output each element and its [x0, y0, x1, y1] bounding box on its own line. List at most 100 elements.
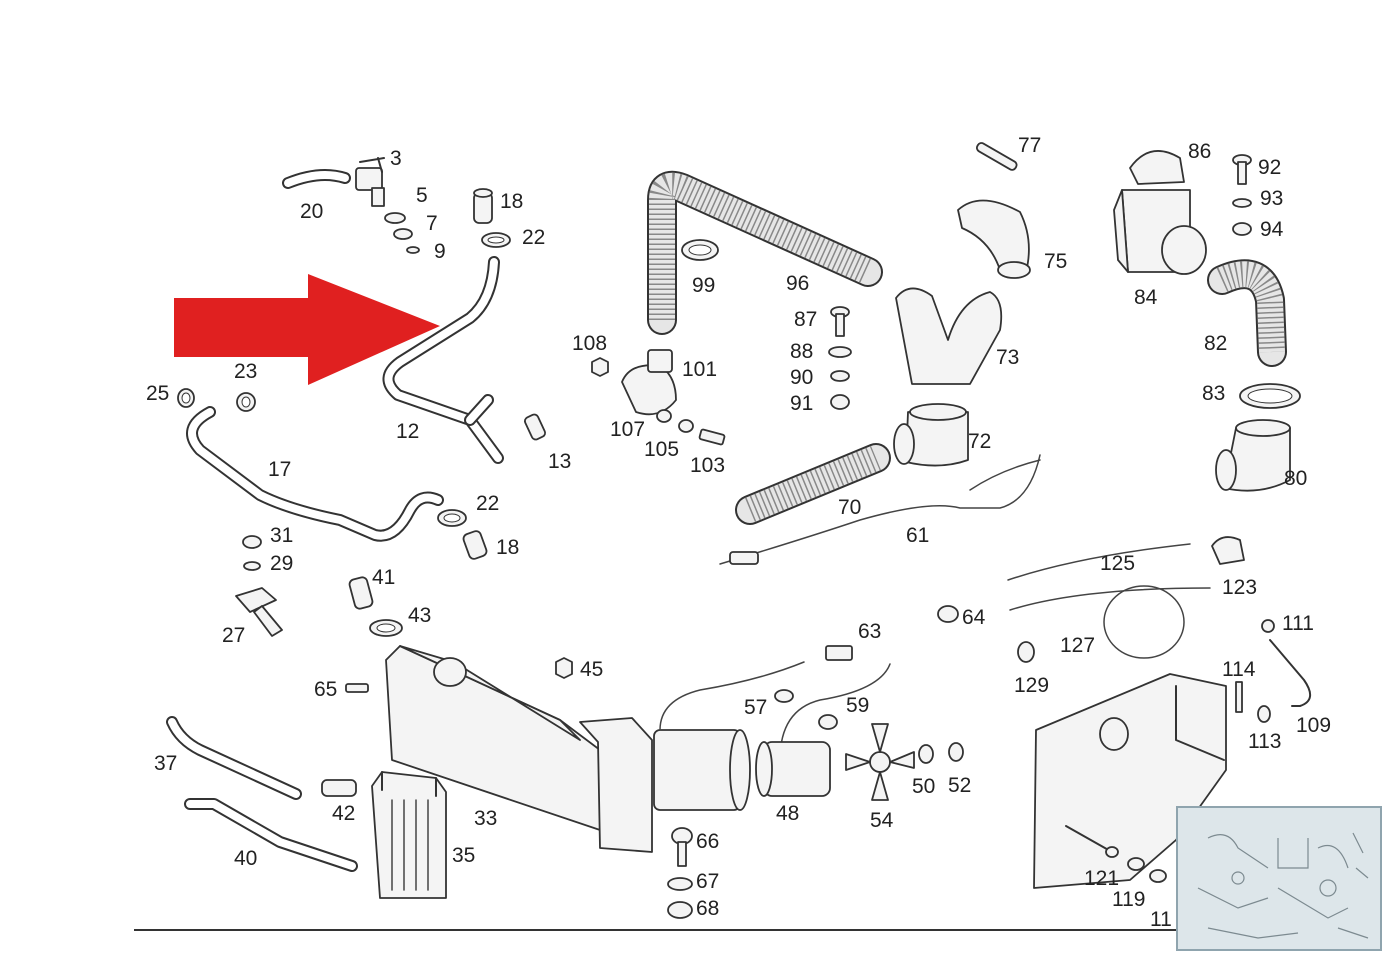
callout: 59	[846, 694, 869, 717]
callout: 96	[786, 272, 809, 295]
callout: 64	[962, 606, 986, 629]
callout: 5	[416, 184, 428, 207]
callout: 40	[234, 847, 257, 870]
callout: 50	[912, 775, 935, 798]
wire-left	[659, 661, 805, 731]
washer-107	[656, 409, 672, 423]
callout: 99	[692, 274, 715, 297]
callout: 42	[332, 802, 355, 825]
bolt-66	[671, 827, 693, 867]
grommet-57	[774, 689, 794, 703]
washer-9	[406, 246, 420, 254]
callout: 84	[1134, 286, 1158, 309]
housing-84	[1113, 189, 1207, 275]
callout: 87	[794, 308, 817, 331]
callout: 82	[1204, 332, 1227, 355]
hose-17	[186, 406, 444, 542]
callout: 23	[234, 360, 257, 383]
cover-86	[1129, 150, 1185, 185]
nut-45	[555, 657, 573, 679]
hose-12	[382, 256, 504, 464]
callout: 65	[314, 678, 337, 701]
thumbnail-sketch	[1197, 832, 1369, 939]
washer-88	[828, 346, 852, 358]
clamp-99	[681, 239, 719, 261]
bolt-114	[1235, 681, 1243, 713]
nut-31	[242, 535, 262, 549]
callout: 25	[146, 382, 169, 405]
duct-73	[895, 287, 1003, 385]
callout: 20	[300, 200, 323, 223]
callout: 80	[1284, 467, 1307, 490]
callout: 3	[390, 147, 402, 170]
fan-54	[845, 723, 915, 801]
callout: 22	[476, 492, 499, 515]
clamp-25	[177, 388, 195, 408]
callout: 109	[1296, 714, 1331, 737]
callout: 114	[1222, 658, 1256, 681]
callout: 54	[870, 809, 894, 832]
cable-125	[1007, 543, 1211, 611]
fitting-13	[524, 413, 546, 441]
callout: 101	[682, 358, 717, 381]
callout: 33	[474, 807, 497, 830]
nut-68	[667, 901, 693, 919]
cap-111	[1261, 619, 1275, 633]
switch-63	[825, 645, 853, 661]
elbow-101	[621, 349, 677, 416]
callout: 94	[1260, 218, 1284, 241]
nut-113	[1257, 705, 1271, 723]
pipe-40	[184, 798, 358, 872]
sleeve-42	[321, 779, 357, 797]
clamp-23	[236, 392, 256, 412]
callout: 113	[1248, 730, 1281, 753]
callout: 37	[154, 752, 177, 775]
callout: 57	[744, 696, 767, 719]
washer-119	[1127, 857, 1145, 871]
callout: 123	[1222, 576, 1257, 599]
callout: 88	[790, 340, 813, 363]
washer-11x	[1149, 869, 1167, 883]
elbow-72	[893, 403, 969, 467]
callout: 93	[1260, 187, 1283, 210]
callout: 127	[1060, 634, 1095, 657]
callout: 31	[270, 524, 293, 547]
clamp-22-mid	[437, 509, 467, 527]
nut-52	[948, 742, 964, 762]
callout: 11	[1150, 908, 1172, 931]
flex-duct-82	[1207, 259, 1287, 367]
callout: 35	[452, 844, 475, 867]
washer-7	[393, 228, 413, 240]
callout: 77	[1018, 134, 1041, 157]
cable-loop-127	[1103, 585, 1185, 659]
nut-94	[1232, 222, 1252, 236]
hose-20	[282, 168, 351, 189]
callout: 68	[696, 897, 719, 920]
callout: 129	[1014, 674, 1049, 697]
sleeve-41	[348, 576, 374, 610]
clamp-22-top	[481, 232, 511, 248]
callout: 67	[696, 870, 719, 893]
callout: 91	[790, 392, 813, 415]
valve-3	[355, 157, 385, 207]
callout: 9	[434, 240, 446, 263]
nut-91	[830, 394, 850, 410]
callout: 41	[372, 566, 395, 589]
clamp-83	[1239, 383, 1301, 409]
callout: 108	[572, 332, 607, 355]
clamp-123	[1211, 536, 1245, 565]
bolt-103	[698, 428, 726, 446]
callout: 70	[838, 496, 861, 519]
callout: 52	[948, 774, 971, 797]
callout: 75	[1044, 250, 1067, 273]
washer-67	[667, 877, 693, 891]
overview-thumbnail[interactable]	[1176, 806, 1382, 951]
callout: 107	[610, 418, 645, 441]
washer-29	[243, 561, 261, 571]
grommet-129	[1017, 641, 1035, 663]
washer-5	[384, 212, 406, 224]
callout: 72	[968, 430, 991, 453]
washer-93	[1232, 198, 1252, 208]
elbow-75	[957, 199, 1031, 279]
